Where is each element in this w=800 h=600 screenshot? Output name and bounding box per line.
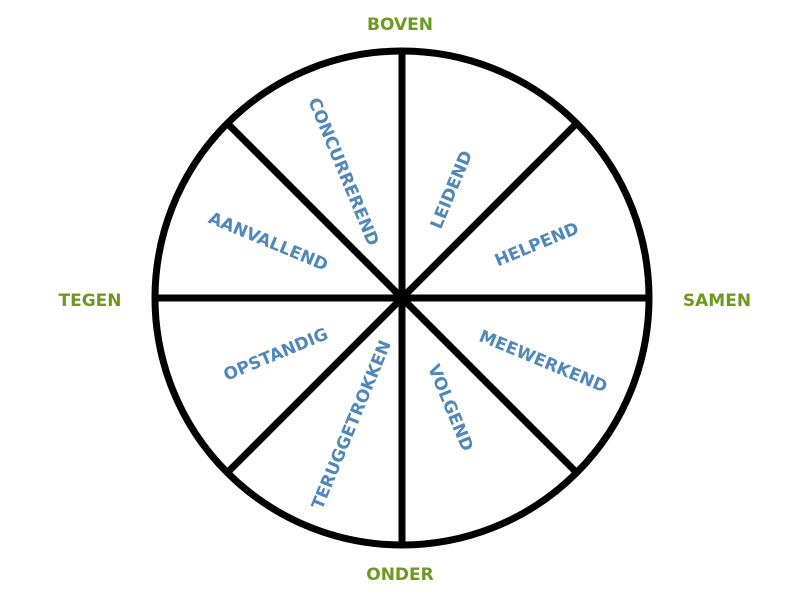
axis-label-left: TEGEN — [58, 291, 121, 311]
segment-volgend: VOLGEND — [423, 362, 477, 455]
axis-label-top: BOVEN — [367, 15, 433, 35]
segment-leidend: LEIDEND — [427, 148, 477, 232]
segment-teruggetrokken: TERUGGETROKKEN — [308, 338, 396, 513]
segment-meewerkend: MEEWERKEND — [476, 327, 610, 398]
segment-opstandig: OPSTANDIG — [221, 324, 331, 385]
segment-concurrerend: CONCURREREND — [303, 95, 382, 249]
segment-aanvallend: AANVALLEND — [205, 208, 330, 275]
center-dot — [395, 291, 409, 305]
segment-helpend: HELPEND — [492, 219, 582, 272]
axis-label-right: SAMEN — [683, 291, 751, 311]
axis-label-bottom: ONDER — [366, 565, 434, 585]
